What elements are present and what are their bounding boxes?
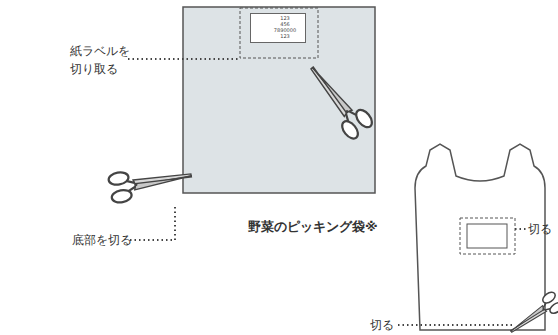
label-text: 7890000: [265, 27, 305, 33]
callout-text: 切る: [528, 220, 558, 238]
leader-line: [398, 324, 515, 326]
bag-label: [467, 224, 507, 248]
caption-text: 野菜のピッキング袋※: [248, 218, 408, 236]
scissors: [300, 59, 375, 142]
paper-label: 1234567890000123: [250, 13, 306, 43]
leader-line: [515, 228, 527, 230]
label-text: 456: [265, 21, 305, 27]
label-text: 123: [265, 33, 305, 39]
scissors: [505, 290, 558, 335]
cut-line: [460, 218, 515, 254]
leader-line: [128, 58, 240, 60]
leader-line: [130, 205, 175, 240]
callout-text: 切る: [370, 316, 400, 334]
callout-text: 紙ラベルを 切り取る: [70, 42, 142, 78]
cut-line: [240, 8, 318, 58]
bag-square: [183, 7, 375, 193]
plastic-bag: [415, 144, 545, 330]
scissors: [108, 160, 194, 204]
label-text: 123: [265, 15, 305, 21]
callout-text: 底部を切る: [72, 231, 152, 249]
